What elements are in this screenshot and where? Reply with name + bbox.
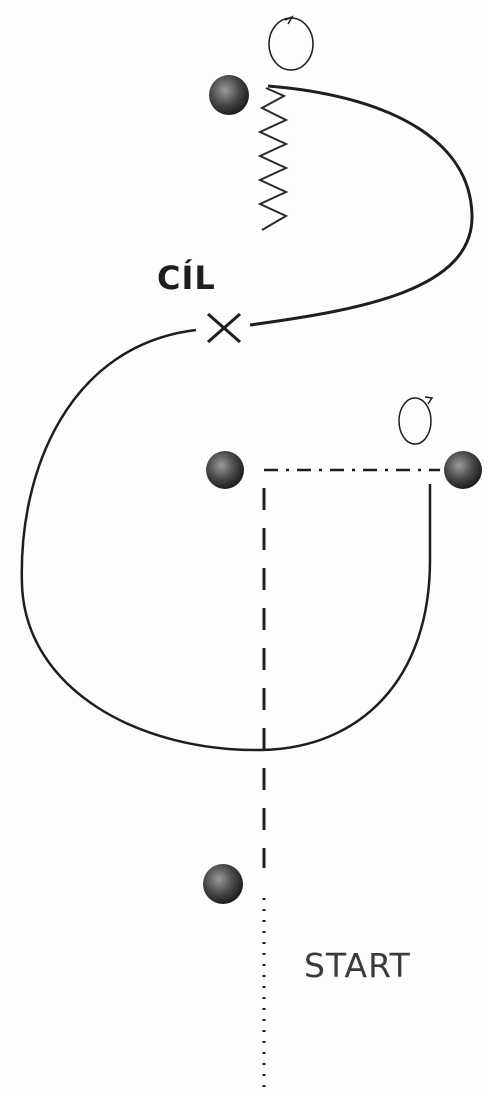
big-loop-path [22,330,430,750]
rotation-arrow-icon [399,397,432,444]
rotation-arrow-icon [269,17,313,70]
cone-marker [444,451,482,489]
finish-cross-icon [208,314,240,342]
cone-marker [209,75,249,115]
cone-marker [206,451,244,489]
cone-marker [203,864,243,904]
zigzag-icon [260,88,286,230]
start-label: START [304,946,411,985]
finish-label: CÍL [157,259,216,297]
